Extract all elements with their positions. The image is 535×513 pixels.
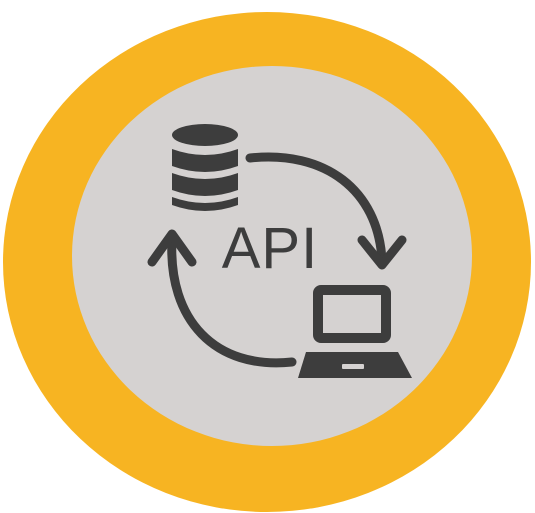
database-icon [172,124,238,211]
api-label: API [221,216,319,281]
cycle-arrows-icon [147,152,407,368]
laptop-icon [298,285,412,378]
